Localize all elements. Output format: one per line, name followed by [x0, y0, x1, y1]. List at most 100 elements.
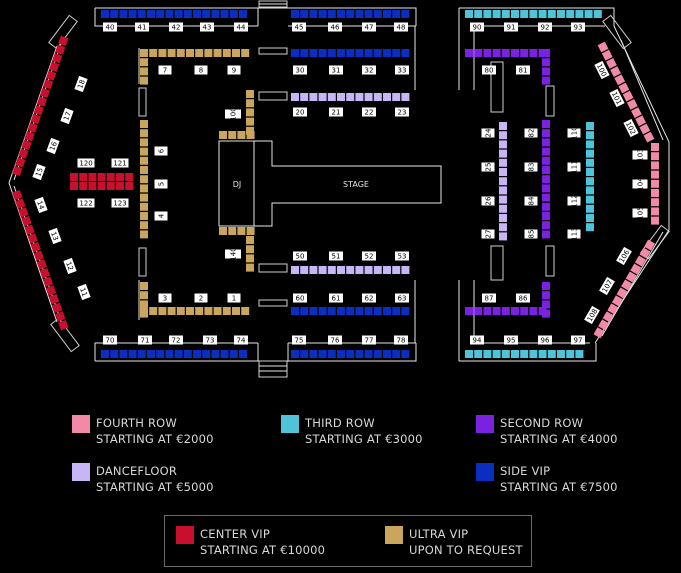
seat [651, 198, 659, 207]
seat [586, 122, 594, 130]
seat [183, 350, 192, 358]
seat [364, 266, 373, 274]
seat [211, 10, 220, 18]
seat [644, 239, 656, 251]
seat [204, 307, 213, 315]
seat [499, 232, 507, 241]
seat [58, 35, 69, 46]
table-number: 104 [637, 177, 645, 191]
table-label: 76 [328, 335, 342, 345]
table-number: 46 [331, 24, 340, 32]
table-label: 45 [292, 22, 306, 32]
table-label-box [594, 60, 610, 80]
table-label-box [227, 65, 241, 75]
seat [15, 198, 26, 209]
seat [651, 216, 659, 225]
seat [383, 49, 391, 57]
wall-line [8, 45, 58, 323]
table-label-box [154, 179, 168, 189]
seat [156, 350, 165, 358]
table-label-box [34, 196, 48, 214]
seat [213, 307, 222, 315]
table-label-box [481, 162, 495, 172]
seat [246, 117, 254, 126]
seat [140, 221, 148, 230]
table-number: 21 [332, 109, 341, 117]
table-label: 140 [225, 247, 241, 261]
seat [499, 131, 507, 140]
seat [140, 300, 148, 309]
seat [186, 49, 194, 57]
table-label-box [394, 335, 408, 345]
legend-price: STARTING AT €2000 [96, 432, 214, 446]
seat [501, 350, 510, 358]
seat [542, 212, 550, 220]
seat [246, 236, 254, 244]
table-number: 33 [398, 67, 407, 75]
stage-label: STAGE [343, 180, 369, 189]
wall-line [601, 231, 664, 337]
seat [542, 147, 550, 156]
seat [383, 93, 391, 101]
table-label-box [169, 22, 183, 32]
legend-premium-box [164, 515, 532, 567]
seat [79, 182, 88, 190]
table-number: 94 [473, 337, 482, 345]
seat [45, 70, 57, 81]
seat [45, 285, 57, 296]
seat [401, 93, 410, 101]
table-label-box [524, 128, 538, 138]
seat [401, 10, 410, 18]
seat [542, 300, 550, 309]
table-number: 16 [48, 140, 59, 152]
seat [318, 307, 327, 315]
table-number: 23 [398, 109, 407, 117]
table-label: 80 [482, 65, 496, 75]
table-label: 103 [632, 148, 648, 162]
table-label: 77 [362, 335, 376, 345]
table-label-box [538, 22, 552, 32]
seat [309, 307, 318, 315]
seat [547, 10, 556, 18]
table-label-box [138, 335, 152, 345]
seat [246, 131, 255, 139]
seat [401, 350, 410, 358]
seat [542, 221, 550, 230]
seat [125, 182, 134, 190]
stairs-right-top [602, 14, 632, 50]
table-label: 18 [74, 75, 88, 93]
seat [33, 105, 44, 116]
table-label: 1 [227, 293, 241, 303]
table-number: 1 [232, 295, 236, 303]
seat [116, 173, 124, 181]
table-label-box [623, 118, 639, 138]
table-number: 20 [296, 109, 305, 117]
seat [465, 10, 473, 18]
seat [373, 93, 382, 101]
seat [401, 266, 410, 274]
table-label-box [48, 227, 62, 245]
table-label-box [362, 293, 376, 303]
table-label-box [77, 198, 95, 208]
table-label: 4 [154, 211, 168, 221]
seat [183, 10, 192, 18]
seat [631, 107, 642, 118]
pillar [138, 87, 147, 117]
seat [241, 307, 250, 315]
table-label: 8 [194, 65, 208, 75]
seat [492, 307, 501, 315]
table-number: 112 [571, 194, 579, 207]
seat [337, 49, 345, 57]
seat [651, 170, 659, 179]
table-label-box [329, 107, 343, 117]
table-label: 84 [524, 196, 538, 206]
table-number: 122 [79, 200, 92, 208]
table-label-box [328, 335, 342, 345]
table-label-box [394, 22, 408, 32]
table-label-box [103, 335, 117, 345]
table-number: 110 [571, 126, 579, 139]
table-number: 32 [365, 67, 374, 75]
seat [309, 93, 318, 101]
seat [30, 113, 41, 124]
